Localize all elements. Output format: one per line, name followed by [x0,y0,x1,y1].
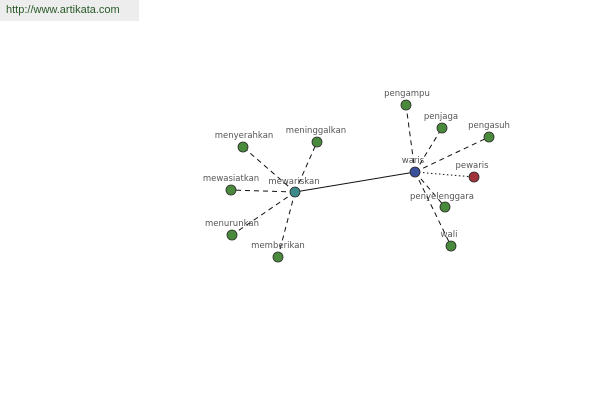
edge-layer [230,104,490,258]
node-label-pengasuh[interactable]: pengasuh [468,121,510,131]
node-pengasuh[interactable] [483,131,495,143]
node-mewariskan[interactable] [289,186,301,198]
node-wali[interactable] [445,240,457,252]
edge-waris-pewaris [414,171,475,178]
node-label-menurunkan[interactable]: menurunkan [205,219,259,229]
node-label-pewaris[interactable]: pewaris [455,161,489,171]
node-label-waris[interactable]: waris [402,156,425,166]
node-label-wali[interactable]: wali [441,230,458,240]
edge-mewariskan-meninggalkan [294,141,318,193]
node-pewaris[interactable] [468,171,480,183]
label-layer: pengampu penjaga pengasuh pewaris penyelengg… [203,89,510,251]
edge-mewariskan-menurunkan [231,191,296,236]
node-label-meninggalkan[interactable]: meninggalkan [286,126,346,136]
node-meninggalkan[interactable] [311,136,323,148]
node-label-penyelenggara[interactable]: penyelenggara [410,192,474,202]
edge-mewariskan-mewasiatkan [230,189,296,193]
node-label-memberikan[interactable]: memberikan [251,241,305,251]
node-label-menyerahkan[interactable]: menyerahkan [215,131,274,141]
node-menyerahkan[interactable] [237,141,249,153]
node-penyelenggara[interactable] [439,201,451,213]
node-label-penjaga[interactable]: penjaga [424,112,458,122]
edge-waris-pengampu [405,104,416,173]
node-layer [225,99,495,263]
node-menurunkan[interactable] [226,229,238,241]
edge-waris-wali [414,171,452,247]
node-label-mewasiatkan[interactable]: mewasiatkan [203,174,259,184]
edge-mewariskan-memberikan [277,191,296,258]
node-memberikan[interactable] [272,251,284,263]
node-mewasiatkan[interactable] [225,184,237,196]
node-pengampu[interactable] [400,99,412,111]
edge-waris-penyelenggara [414,171,446,208]
node-waris[interactable] [409,166,421,178]
node-penjaga[interactable] [436,122,448,134]
edge-mewariskan-menyerahkan [242,146,296,193]
node-label-pengampu[interactable]: pengampu [384,89,430,99]
node-label-mewariskan[interactable]: mewariskan [268,177,319,187]
url-banner[interactable]: http://www.artikata.com [0,0,139,21]
edge-mewariskan-waris [294,171,416,193]
edge-waris-pengasuh [414,136,490,173]
